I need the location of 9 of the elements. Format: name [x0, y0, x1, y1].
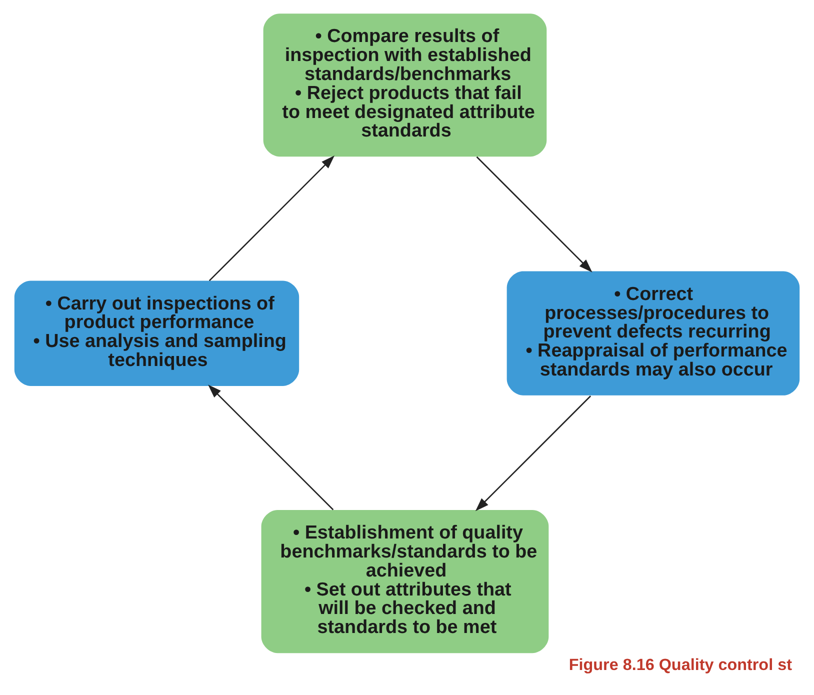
- arrow: [208, 156, 335, 282]
- caption: Figure 8.16 Quality control st: [568, 656, 792, 674]
- node-box: • Carry out inspections of product performance • Use analysis and sampling techniques: [14, 280, 300, 386]
- node-box: • Compare results of inspection with established standards/benchmarks • Reject products that fail to meet designated attribute standards: [263, 14, 547, 157]
- arrow: [475, 396, 592, 512]
- node-box: • Correct processes/procedures to prevent defects recurring • Reappraisal of performance standards may also occur: [506, 271, 800, 396]
- arrow: [208, 384, 334, 510]
- node-box: • Establishment of quality benchmarks/standards to be achieved • Set out attributes that will be checked and standards to be met: [261, 510, 549, 654]
- arrow: [476, 156, 592, 272]
